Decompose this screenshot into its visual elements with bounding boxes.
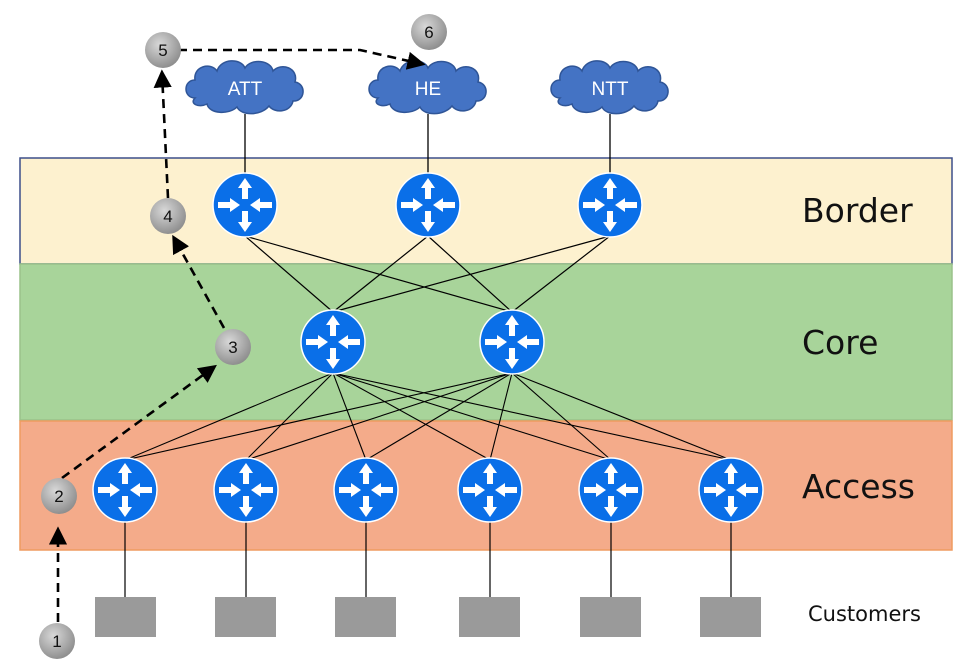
router-icon — [395, 172, 461, 238]
cloud-label-ntt: NTT — [592, 79, 629, 100]
router-icon — [457, 457, 523, 523]
router-icon — [578, 457, 644, 523]
cloud-att: ATT — [185, 60, 304, 115]
customer-box-icon — [700, 597, 761, 637]
customer-box-icon — [95, 597, 156, 637]
router-icon — [479, 309, 545, 375]
layer-label-access: Access — [802, 467, 915, 506]
layer-label-core: Core — [802, 323, 878, 362]
customer-box-icon — [459, 597, 520, 637]
step-label: 6 — [424, 23, 433, 42]
step-label: 5 — [158, 41, 167, 60]
router-icon — [577, 172, 643, 238]
router-icon — [698, 457, 764, 523]
links-access-customers — [124, 521, 732, 597]
customer-boxes — [95, 597, 761, 637]
step-label: 3 — [228, 338, 237, 357]
router-icon — [300, 309, 366, 375]
cloud-label-att: ATT — [228, 79, 263, 100]
traffic-path — [48, 48, 426, 622]
router-icon — [92, 457, 158, 523]
step-marker-2: 2 — [41, 478, 77, 514]
step-label: 1 — [52, 632, 61, 651]
cloud-he: HE — [368, 60, 487, 115]
router-icon — [213, 457, 279, 523]
step-marker-1: 1 — [39, 623, 75, 659]
cloud-ntt: NTT — [550, 60, 669, 115]
step-marker-5: 5 — [145, 32, 181, 68]
links-core-access — [124, 372, 732, 461]
step-label: 4 — [163, 207, 172, 226]
step-label: 2 — [54, 487, 63, 506]
links-cloud-border — [244, 114, 611, 176]
step-marker-3: 3 — [215, 329, 251, 365]
cloud-label-he: HE — [415, 79, 441, 100]
router-icon — [212, 172, 278, 238]
customer-box-icon — [335, 597, 396, 637]
step-marker-4: 4 — [150, 198, 186, 234]
customers-label: Customers — [808, 602, 921, 626]
customer-box-icon — [215, 597, 276, 637]
step-marker-6: 6 — [411, 14, 447, 50]
customer-box-icon — [580, 597, 641, 637]
router-icon — [333, 457, 399, 523]
links-border-core — [244, 235, 611, 313]
layer-label-border: Border — [802, 191, 913, 230]
